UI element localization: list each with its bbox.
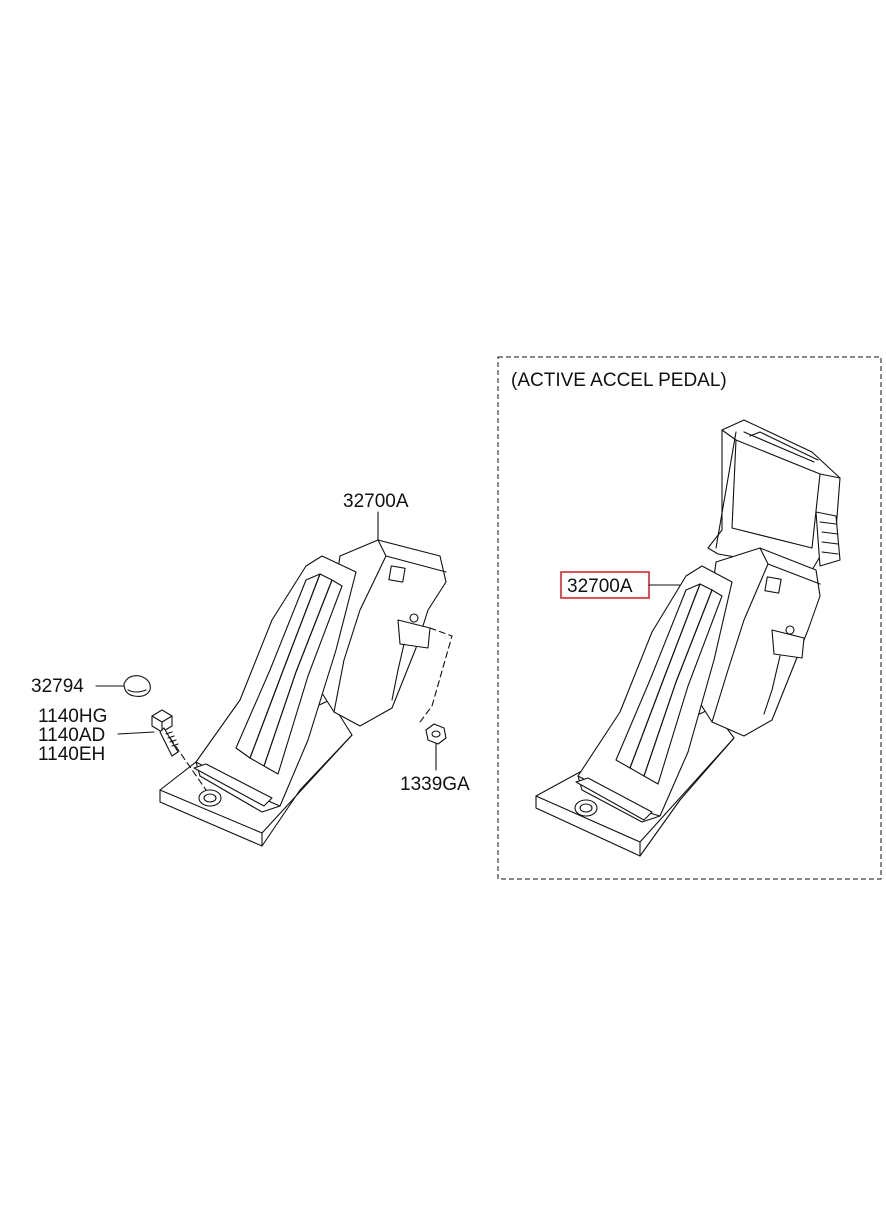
nut-part-1339GA[interactable] <box>425 723 447 745</box>
part-label-32700A-left[interactable]: 32700A <box>343 491 409 512</box>
leader-lines-left <box>95 511 437 771</box>
accelerator-pedal-assembly-left[interactable] <box>159 539 453 847</box>
inset-title: (ACTIVE ACCEL PEDAL) <box>511 370 727 391</box>
cap-part-32794[interactable] <box>123 675 151 697</box>
bolt-part-1140[interactable] <box>151 709 179 757</box>
active-accelerator-pedal-assembly-right[interactable] <box>535 419 841 857</box>
inset-frame <box>497 356 882 880</box>
part-label-32794[interactable]: 32794 <box>31 676 84 697</box>
part-label-1140EH[interactable]: 1140EH <box>38 744 105 765</box>
part-label-1140HG[interactable]: 1140HG <box>38 706 107 727</box>
part-label-1140AD[interactable]: 1140AD <box>38 725 105 746</box>
part-label-32700A-right[interactable]: 32700A <box>567 576 633 597</box>
part-label-1339GA[interactable]: 1339GA <box>400 774 470 795</box>
